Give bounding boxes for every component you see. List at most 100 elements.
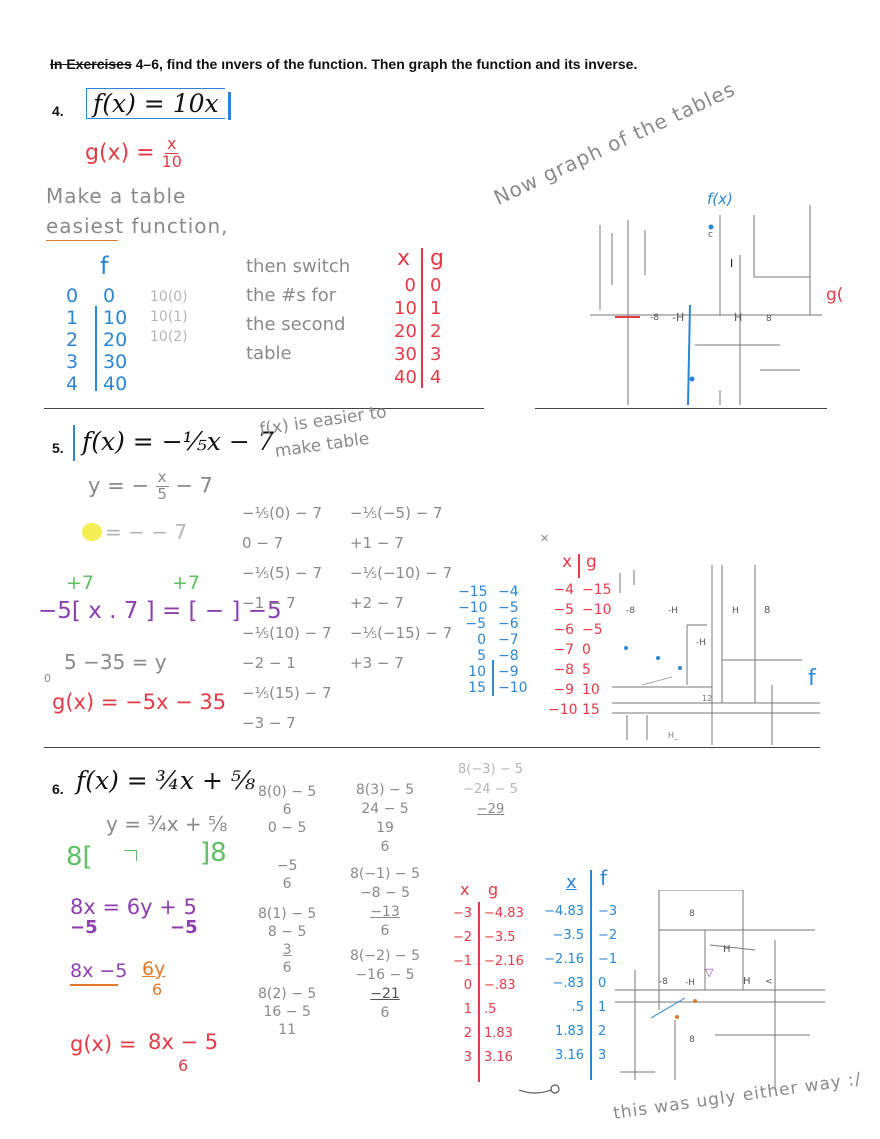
ex4-graph: c I -8 -H H 8 xyxy=(590,205,822,405)
svg-text:8: 8 xyxy=(764,605,770,616)
instructions-header: In Exercises 4–6, find the ınvers of the… xyxy=(50,56,637,72)
ex5-step-zero: 0 xyxy=(44,672,51,685)
ex5-g-header-x: x xyxy=(562,552,573,572)
ex4-x-2: 2 xyxy=(66,329,79,351)
ex4-inv-header-x: x xyxy=(397,246,411,271)
ex5-gy-6: 15 xyxy=(582,702,600,718)
ex5-g-table-x: −4 −5 −6 −7 −8 −9 −10 xyxy=(548,580,578,720)
ex5-calc-l-0: −⅕(0) − 7 xyxy=(242,504,323,522)
svg-text:-8: -8 xyxy=(626,606,635,616)
ex4-table-label: f xyxy=(100,252,109,280)
ex5-y-end: − 7 xyxy=(175,473,213,498)
ex6-f-table-divider xyxy=(590,870,592,1080)
ex5-scribble-icon: ✕ xyxy=(540,532,550,545)
ex6-fx-0: −4.83 xyxy=(544,904,584,919)
ex4-inv-header-y: g xyxy=(430,246,444,271)
ex5-gx-6: −10 xyxy=(548,702,578,718)
ex5-gx-5: −9 xyxy=(553,682,574,698)
ex6-f-header-x: x xyxy=(566,872,577,893)
exercise-5-equation: f(x) = −⅕x − 7 xyxy=(82,427,274,456)
ex5-f-table-x: −15 −10 −5 0 5 10 15 xyxy=(458,584,488,696)
ex5-gx-3: −7 xyxy=(553,642,574,658)
ex6-answer-lhs: g(x) = xyxy=(70,1032,137,1056)
ex5-f-table-y: −4 −5 −6 −7 −8 −9 −10 xyxy=(498,584,528,696)
ex5-fx-3: 0 xyxy=(477,632,486,648)
ex4-inverse-num: x xyxy=(165,134,179,154)
ex5-bracket-left xyxy=(73,425,75,461)
ex5-fx-2: −5 xyxy=(465,616,486,632)
ex4-x-0: 0 xyxy=(66,285,79,307)
svg-text:▽: ▽ xyxy=(705,966,714,979)
exercise-5-number: 5. xyxy=(52,440,64,456)
ex4-inv-y-0: 0 xyxy=(430,275,442,296)
ex6-calc-b-11: 6 xyxy=(380,1005,390,1021)
ex5-g-table-y: −15 −10 −5 0 5 10 15 xyxy=(582,580,612,720)
ex6-gx-2: −1 xyxy=(452,954,472,969)
ex5-fx-0: −15 xyxy=(458,584,488,600)
ex6-calc-b-4: 8(−1) − 5 xyxy=(350,866,421,882)
ex6-calc-b-1: 24 − 5 xyxy=(361,801,409,817)
ex6-gy-5: 1.83 xyxy=(484,1026,513,1041)
ex4-inv-x-2: 20 xyxy=(394,321,417,342)
ex6-fx-6: 3.16 xyxy=(555,1048,584,1063)
ex5-calc-r-0: −⅕(−5) − 7 xyxy=(350,504,443,522)
ex5-graph-f-label: f xyxy=(808,666,816,691)
ex5-fx-4: 5 xyxy=(477,648,486,664)
ex4-x-3: 3 xyxy=(66,351,79,373)
ex6-fx-2: −2.16 xyxy=(544,952,584,967)
ex6-g-header-y: g xyxy=(488,880,499,899)
ex6-calcs-c: 8(−3) − 5 −24 − 5 −29 xyxy=(458,760,523,820)
ex5-calc-l-2: −⅕(5) − 7 xyxy=(242,564,323,582)
ex5-gx-4: −8 xyxy=(553,662,574,678)
ex6-calc-c-2: −29 xyxy=(476,802,505,817)
ex4-calcs: 10(0) 10(1) 10(2) xyxy=(150,287,188,347)
ex6-calc-a-10: 16 − 5 xyxy=(263,1004,311,1020)
ex4-inv-x-3: 30 xyxy=(394,344,417,365)
ex4-switch-note: then switch the #s for the second table xyxy=(246,252,350,368)
ex6-g-table-y: −4.83 −3.5 −2.16 −.83 .5 1.83 3.16 xyxy=(484,902,524,1070)
svg-text:c: c xyxy=(708,230,713,240)
ex6-calc-c-0: 8(−3) − 5 xyxy=(458,762,524,777)
ex5-f-table-divider xyxy=(492,660,494,696)
exercise-4-equation: f(x) = 10x xyxy=(86,88,225,119)
svg-text:-8: -8 xyxy=(650,313,659,323)
exercise-6-equation: f(x) = ¾x + ⅝ xyxy=(76,766,256,795)
svg-text:-H: -H xyxy=(685,978,695,988)
ex5-faded-line: = − − 7 xyxy=(105,520,188,544)
header-struck-text: In Exercises xyxy=(50,56,132,72)
ex6-gx-3: 0 xyxy=(463,978,472,993)
ex4-inv-y-4: 4 xyxy=(430,367,442,388)
ex5-y-num: x xyxy=(155,468,169,487)
ex5-calc-l-1: 0 − 7 xyxy=(242,534,284,552)
ex5-step5: 5 −35 = y xyxy=(64,650,167,674)
svg-text:12: 12 xyxy=(702,694,712,703)
ex6-calc-b-7: 6 xyxy=(380,923,390,939)
ex4-table-divider xyxy=(95,306,97,391)
ex5-fy-6: −10 xyxy=(498,680,528,696)
svg-text:8: 8 xyxy=(766,314,772,324)
ex4-switch-2: the second xyxy=(246,314,346,335)
ex4-y-1: 10 xyxy=(103,307,128,329)
ex5-fy-5: −9 xyxy=(498,664,519,680)
ex4-switch-1: the #s for xyxy=(246,285,337,306)
ex6-g-header-x: x xyxy=(460,880,470,899)
ex4-y-0: 0 xyxy=(103,285,116,307)
ex5-gy-3: 0 xyxy=(582,642,591,658)
ex5-calc-r-3: +2 − 7 xyxy=(350,594,404,612)
ex6-fy-2: −1 xyxy=(598,952,618,967)
ex5-bracket-eq: −5[ x . 7 ] = [ − ] −5 xyxy=(38,598,282,624)
ex5-calc-r-5: +3 − 7 xyxy=(350,654,404,672)
header-text: 4–6, find the ınvers of the function. Th… xyxy=(131,56,638,72)
ex5-gy-5: 10 xyxy=(582,682,600,698)
ex6-fx-5: 1.83 xyxy=(555,1024,584,1039)
ex5-y-prefix: y = − xyxy=(88,473,149,498)
ex6-arrow-icon xyxy=(518,1084,560,1094)
ex5-fy-3: −7 xyxy=(498,632,519,648)
ex5-gx-1: −5 xyxy=(553,602,574,618)
ex5-y-den: 5 xyxy=(157,484,167,503)
ex5-calc-r-4: −⅕(−15) − 7 xyxy=(350,624,453,642)
svg-text:8: 8 xyxy=(689,1035,695,1045)
ex4-underline xyxy=(46,240,118,241)
ex5-fx-5: 10 xyxy=(468,664,486,680)
ex5-gx-2: −6 xyxy=(553,622,574,638)
